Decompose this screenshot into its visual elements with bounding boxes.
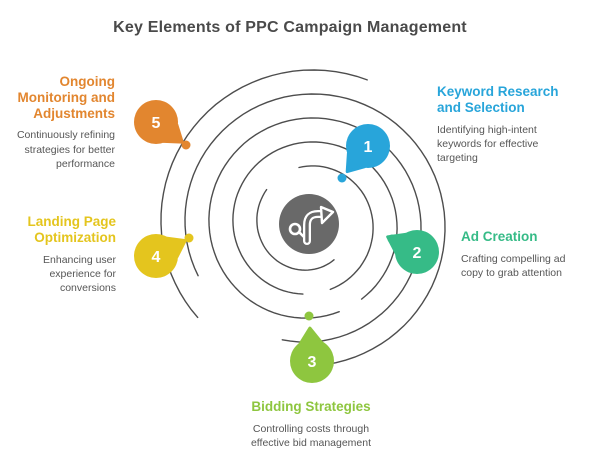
step-number-1: 1 bbox=[364, 139, 373, 156]
step-title: Bidding Strategies bbox=[251, 399, 371, 414]
spiral-line bbox=[160, 69, 446, 367]
step-number-4: 4 bbox=[152, 249, 161, 266]
step-bubble-1: 1 bbox=[345, 124, 390, 174]
step-bubble-4: 4 bbox=[134, 234, 187, 278]
step-description: Enhancing user experience for conversion… bbox=[43, 253, 116, 294]
step-text-landing-page: Landing Page Optimization Enhancing user… bbox=[6, 214, 116, 295]
step-number-5: 5 bbox=[152, 115, 161, 132]
step-text-ad-creation: Ad Creation Crafting compelling ad copy … bbox=[461, 229, 604, 280]
step-title: Keyword Research and Selection bbox=[437, 84, 559, 115]
page-title: Key Elements of PPC Campaign Management bbox=[113, 19, 467, 36]
step-dot-1 bbox=[337, 173, 347, 183]
step-dot-4 bbox=[184, 233, 194, 243]
step-title: Ad Creation bbox=[461, 229, 538, 244]
step-description: Identifying high-intent keywords for eff… bbox=[437, 123, 539, 164]
step-dot-5 bbox=[181, 140, 191, 150]
step-bubble-3: 3 bbox=[290, 326, 334, 383]
step-title: Landing Page Optimization bbox=[27, 214, 116, 245]
step-text-monitoring: Ongoing Monitoring and Adjustments Conti… bbox=[6, 74, 115, 171]
step-description: Continuously refining strategies for bet… bbox=[16, 129, 115, 170]
step-dot-3 bbox=[304, 311, 314, 321]
step-number-3: 3 bbox=[308, 354, 317, 371]
step-text-bidding-strategies: Bidding Strategies Controlling costs thr… bbox=[211, 399, 411, 450]
step-bubble-2: 2 bbox=[386, 230, 439, 274]
step-bubble-5: 5 bbox=[134, 100, 184, 144]
step-title: Ongoing Monitoring and Adjustments bbox=[17, 74, 115, 121]
arrow-logo-icon bbox=[288, 205, 335, 245]
step-text-keyword-research: Keyword Research and Selection Identifyi… bbox=[437, 84, 589, 165]
step-description: Controlling costs through effective bid … bbox=[250, 422, 372, 449]
center-logo bbox=[279, 194, 339, 254]
step-description: Crafting compelling ad copy to grab atte… bbox=[461, 252, 566, 279]
step-number-2: 2 bbox=[413, 245, 422, 262]
